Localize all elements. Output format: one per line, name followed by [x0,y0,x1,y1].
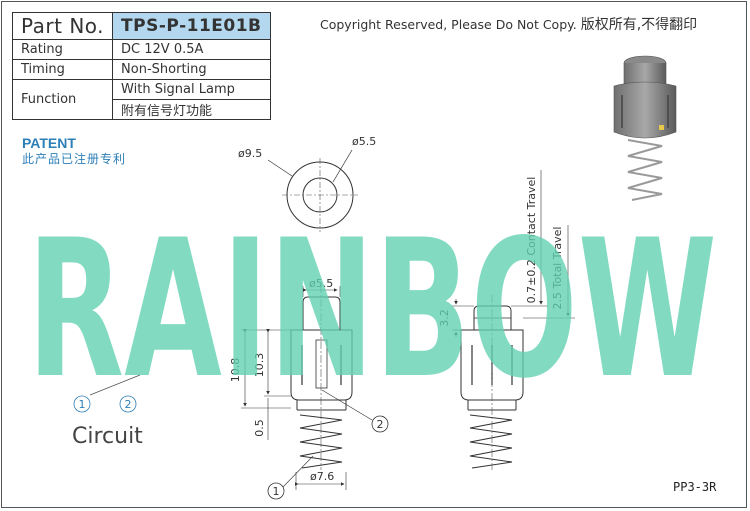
copyright-cn: 版权所有,不得翻印 [580,17,698,33]
cap-height-label: 3.2 [438,309,451,327]
top-view: ø9.5 ø5.5 [238,135,376,232]
side-view: 3.2 0.7±0.2 Contact Travel 2.5 Total Tra… [438,170,575,470]
circuit-label: Circuit [72,424,143,449]
spec-row-function-1: Function With Signal Lamp [11,79,271,120]
spec-row-rating: Rating DC 12V 0.5A [11,39,271,60]
function-label: Function [11,79,114,120]
contact-travel-label: 0.7±0.2 Contact Travel [525,177,538,304]
function-value-cn: 附有信号灯功能 [112,99,271,120]
spring-dia-label: ø7.6 [310,470,334,483]
patent-label-cn: 此产品已注册专利 [22,152,127,166]
marker-2: 2 [377,418,384,431]
spec-row-timing: Timing Non-Shorting [11,59,271,80]
height-body-label: 10.3 [253,353,266,378]
cap-dia-label: ø5.5 [309,277,333,290]
front-view: ø5.5 10.8 10.3 0.5 ø7.6 2 1 [229,277,389,500]
copyright-en: Copyright Reserved, Please Do Not Copy. [320,17,577,32]
height-spring-label: 0.5 [253,419,266,437]
circuit-symbol: 1 2 [73,374,141,413]
patent-label: PATENT [22,135,76,151]
outer-dia-label: ø9.5 [238,147,262,160]
inner-dia-label: ø5.5 [352,135,376,148]
copyright-notice: Copyright Reserved, Please Do Not Copy. … [320,14,697,34]
spec-row-function-2: 附有信号灯功能 [13,99,271,120]
product-illustration [613,55,677,201]
circuit-pin-1: 1 [79,398,86,411]
watermark-text: RAINBOW [27,199,717,420]
timing-label: Timing [11,59,114,80]
marker-1: 1 [273,485,280,498]
height-total-label: 10.8 [229,358,242,383]
circuit-pin-2: 2 [125,398,132,411]
function-value-en: With Signal Lamp [112,79,271,100]
total-travel-label: 2.5 Total Travel [551,227,564,310]
spec-table: Part No. TPS-P-11E01B Rating DC 12V 0.5A… [11,12,271,120]
model-code: PP3-3R [673,480,717,494]
